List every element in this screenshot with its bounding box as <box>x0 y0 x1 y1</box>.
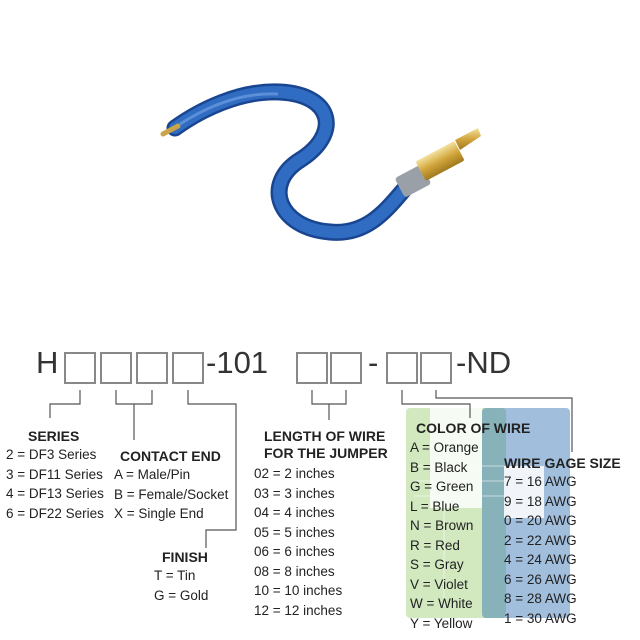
series-item: 4 = DF13 Series <box>6 486 104 501</box>
color-item: N = Brown <box>410 518 474 533</box>
contact-end-list: A = Male/Pin B = Female/Socket X = Singl… <box>114 465 228 524</box>
gage-item: 8 = 28 AWG <box>504 591 577 606</box>
color-item: A = Orange <box>410 440 479 455</box>
contact-end-item: B = Female/Socket <box>114 486 229 502</box>
series-item: 3 = DF11 Series <box>6 466 103 482</box>
contact-end-item: A = Male/Pin <box>114 467 191 482</box>
pn-middle: -101 <box>206 345 269 380</box>
finish-heading: FINISH <box>162 549 208 565</box>
gage-item: 0 = 20 AWG <box>504 513 577 528</box>
series-list: 2 = DF3 Series 3 = DF11 Series 4 = DF13 … <box>6 445 104 523</box>
length-item: 10 = 10 inches <box>254 583 343 598</box>
gage-item: 4 = 24 AWG <box>504 552 577 567</box>
length-item: 04 = 4 inches <box>254 505 335 520</box>
pn-box-gage <box>420 352 452 384</box>
pn-box-length-a <box>296 352 328 384</box>
length-item: 08 = 8 inches <box>254 563 335 579</box>
color-item: W = White <box>410 596 473 611</box>
series-item: 6 = DF22 Series <box>6 505 104 521</box>
color-item: R = Red <box>410 537 460 553</box>
series-item: 2 = DF3 Series <box>6 447 97 462</box>
gage-item: 9 = 18 AWG <box>504 493 577 509</box>
gage-item: 1 = 30 AWG <box>504 610 577 626</box>
length-item: 12 = 12 inches <box>254 602 343 618</box>
finish-item: G = Gold <box>154 587 209 603</box>
color-list: A = Orange B = Black G = Green L = Blue … <box>410 438 479 633</box>
pn-box-color <box>386 352 418 384</box>
pn-box-length-b <box>330 352 362 384</box>
color-item: L = Blue <box>410 498 460 514</box>
length-item: 02 = 2 inches <box>254 466 335 481</box>
pn-prefix: H <box>36 345 59 380</box>
contact-end-heading: CONTACT END <box>120 448 221 464</box>
gage-list: 7 = 16 AWG 9 = 18 AWG 0 = 20 AWG 2 = 22 … <box>504 472 577 628</box>
finish-item: T = Tin <box>154 568 196 583</box>
length-item: 05 = 5 inches <box>254 524 335 540</box>
color-item: G = Green <box>410 479 474 494</box>
pn-box-finish <box>172 352 204 384</box>
color-item: B = Black <box>410 459 468 475</box>
pn-suffix: -ND <box>456 345 512 380</box>
gage-item: 6 = 26 AWG <box>504 571 577 587</box>
finish-list: T = Tin G = Gold <box>154 566 208 605</box>
color-item: Y = Yellow <box>410 615 473 631</box>
length-item: 03 = 3 inches <box>254 485 335 501</box>
pn-box-series <box>64 352 96 384</box>
gage-item: 2 = 22 AWG <box>504 532 577 548</box>
color-heading: COLOR OF WIRE <box>416 420 531 436</box>
pn-dash: - <box>368 345 379 380</box>
digikey-logo-watermark <box>406 408 570 618</box>
length-heading-line2: FOR THE JUMPER <box>264 445 388 461</box>
length-item: 06 = 6 inches <box>254 544 335 559</box>
series-heading: SERIES <box>28 428 80 444</box>
color-item: S = Gray <box>410 557 464 572</box>
contact-end-item: X = Single End <box>114 506 204 521</box>
jumper-wire-image <box>160 83 481 241</box>
gage-item: 7 = 16 AWG <box>504 474 577 489</box>
length-heading-line1: LENGTH OF WIRE <box>264 428 386 444</box>
gage-heading: WIRE GAGE SIZE <box>504 455 621 471</box>
color-item: V = Violet <box>410 576 468 592</box>
pn-box-contact <box>100 352 132 384</box>
length-list: 02 = 2 inches 03 = 3 inches 04 = 4 inche… <box>254 464 342 620</box>
pn-box-contact-b <box>136 352 168 384</box>
